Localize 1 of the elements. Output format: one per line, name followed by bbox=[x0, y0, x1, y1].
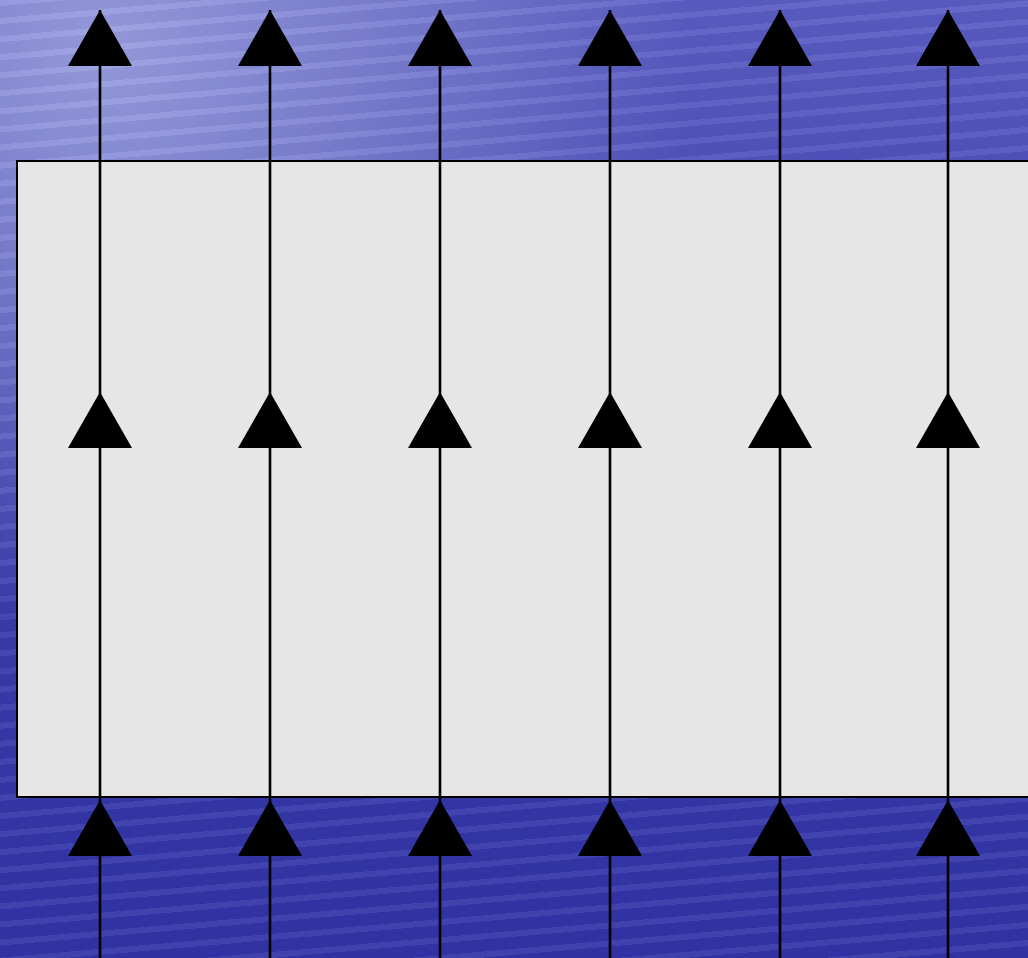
slab-box bbox=[16, 160, 1028, 798]
